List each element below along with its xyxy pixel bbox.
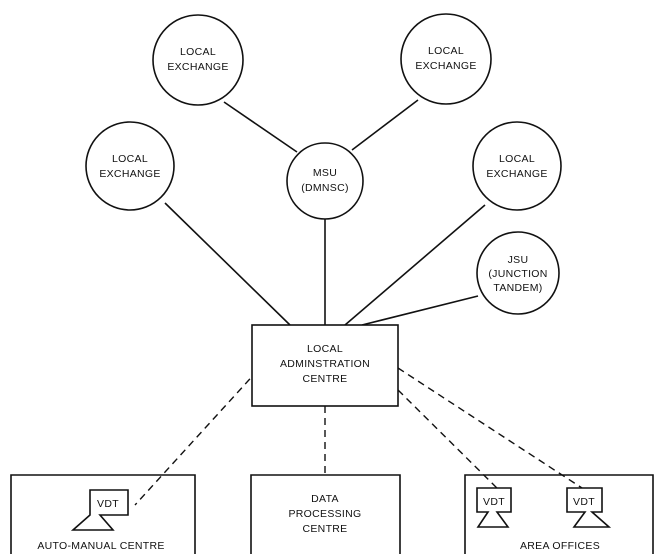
auto-manual-label: AUTO-MANUAL CENTRE	[37, 540, 164, 552]
local-exchange-top-left-line1: LOCAL	[180, 46, 216, 58]
link-le3-admin	[164, 202, 291, 326]
link-le2-msu	[351, 99, 419, 151]
admin-centre-line3: CENTRE	[303, 373, 348, 385]
vdt-terminal-automanual: VDT	[70, 489, 129, 531]
auto-manual-centre: VDT AUTO-MANUAL CENTRE	[10, 474, 196, 554]
data-processing-line2: PROCESSING	[288, 508, 361, 520]
msu-node: MSU (DMNSC)	[286, 142, 364, 220]
admin-centre-line2: ADMINSTRATION	[280, 358, 370, 370]
jsu-line3: TANDEM)	[493, 282, 542, 294]
link-le1-msu	[223, 101, 298, 153]
local-exchange-mid-right-line1: LOCAL	[499, 153, 535, 165]
vdt-label-automanual: VDT	[97, 498, 119, 510]
local-exchange-top-right: LOCAL EXCHANGE	[400, 13, 492, 105]
area-offices: VDT VDT AREA OFFICES	[464, 474, 654, 554]
data-processing-centre: DATA PROCESSING CENTRE	[250, 474, 401, 554]
local-exchange-mid-right: LOCAL EXCHANGE	[472, 121, 562, 211]
local-exchange-mid-left-line2: EXCHANGE	[99, 168, 160, 180]
local-administration-centre: LOCAL ADMINSTRATION CENTRE	[251, 324, 399, 407]
local-exchange-mid-left: LOCAL EXCHANGE	[85, 121, 175, 211]
link-le4-admin	[344, 204, 486, 326]
area-offices-label: AREA OFFICES	[520, 540, 600, 552]
dash-admin-vdt1	[397, 389, 506, 497]
vdt-label-area-2: VDT	[573, 496, 595, 508]
local-exchange-top-left: LOCAL EXCHANGE	[152, 14, 244, 106]
jsu-line1: JSU	[508, 254, 529, 266]
dash-admin-vdt2	[397, 367, 583, 489]
local-exchange-mid-left-line1: LOCAL	[112, 153, 148, 165]
jsu-line2: (JUNCTION	[488, 268, 547, 280]
local-exchange-top-left-line2: EXCHANGE	[167, 61, 228, 73]
data-processing-line3: CENTRE	[303, 523, 348, 535]
link-jsu-admin	[361, 295, 479, 326]
local-exchange-top-right-line1: LOCAL	[428, 45, 464, 57]
vdt-terminal-area-1: VDT	[476, 487, 512, 528]
vdt-terminal-area-2: VDT	[566, 487, 612, 528]
vdt-label-area-1: VDT	[483, 496, 505, 508]
admin-centre-line1: LOCAL	[307, 343, 343, 355]
local-exchange-top-right-line2: EXCHANGE	[415, 60, 476, 72]
data-processing-line1: DATA	[311, 493, 339, 505]
msu-line2: (DMNSC)	[301, 182, 349, 194]
jsu-node: JSU (JUNCTION TANDEM)	[476, 231, 560, 315]
dash-admin-automanual	[134, 369, 259, 506]
local-exchange-mid-right-line2: EXCHANGE	[486, 168, 547, 180]
msu-line1: MSU	[313, 167, 337, 179]
